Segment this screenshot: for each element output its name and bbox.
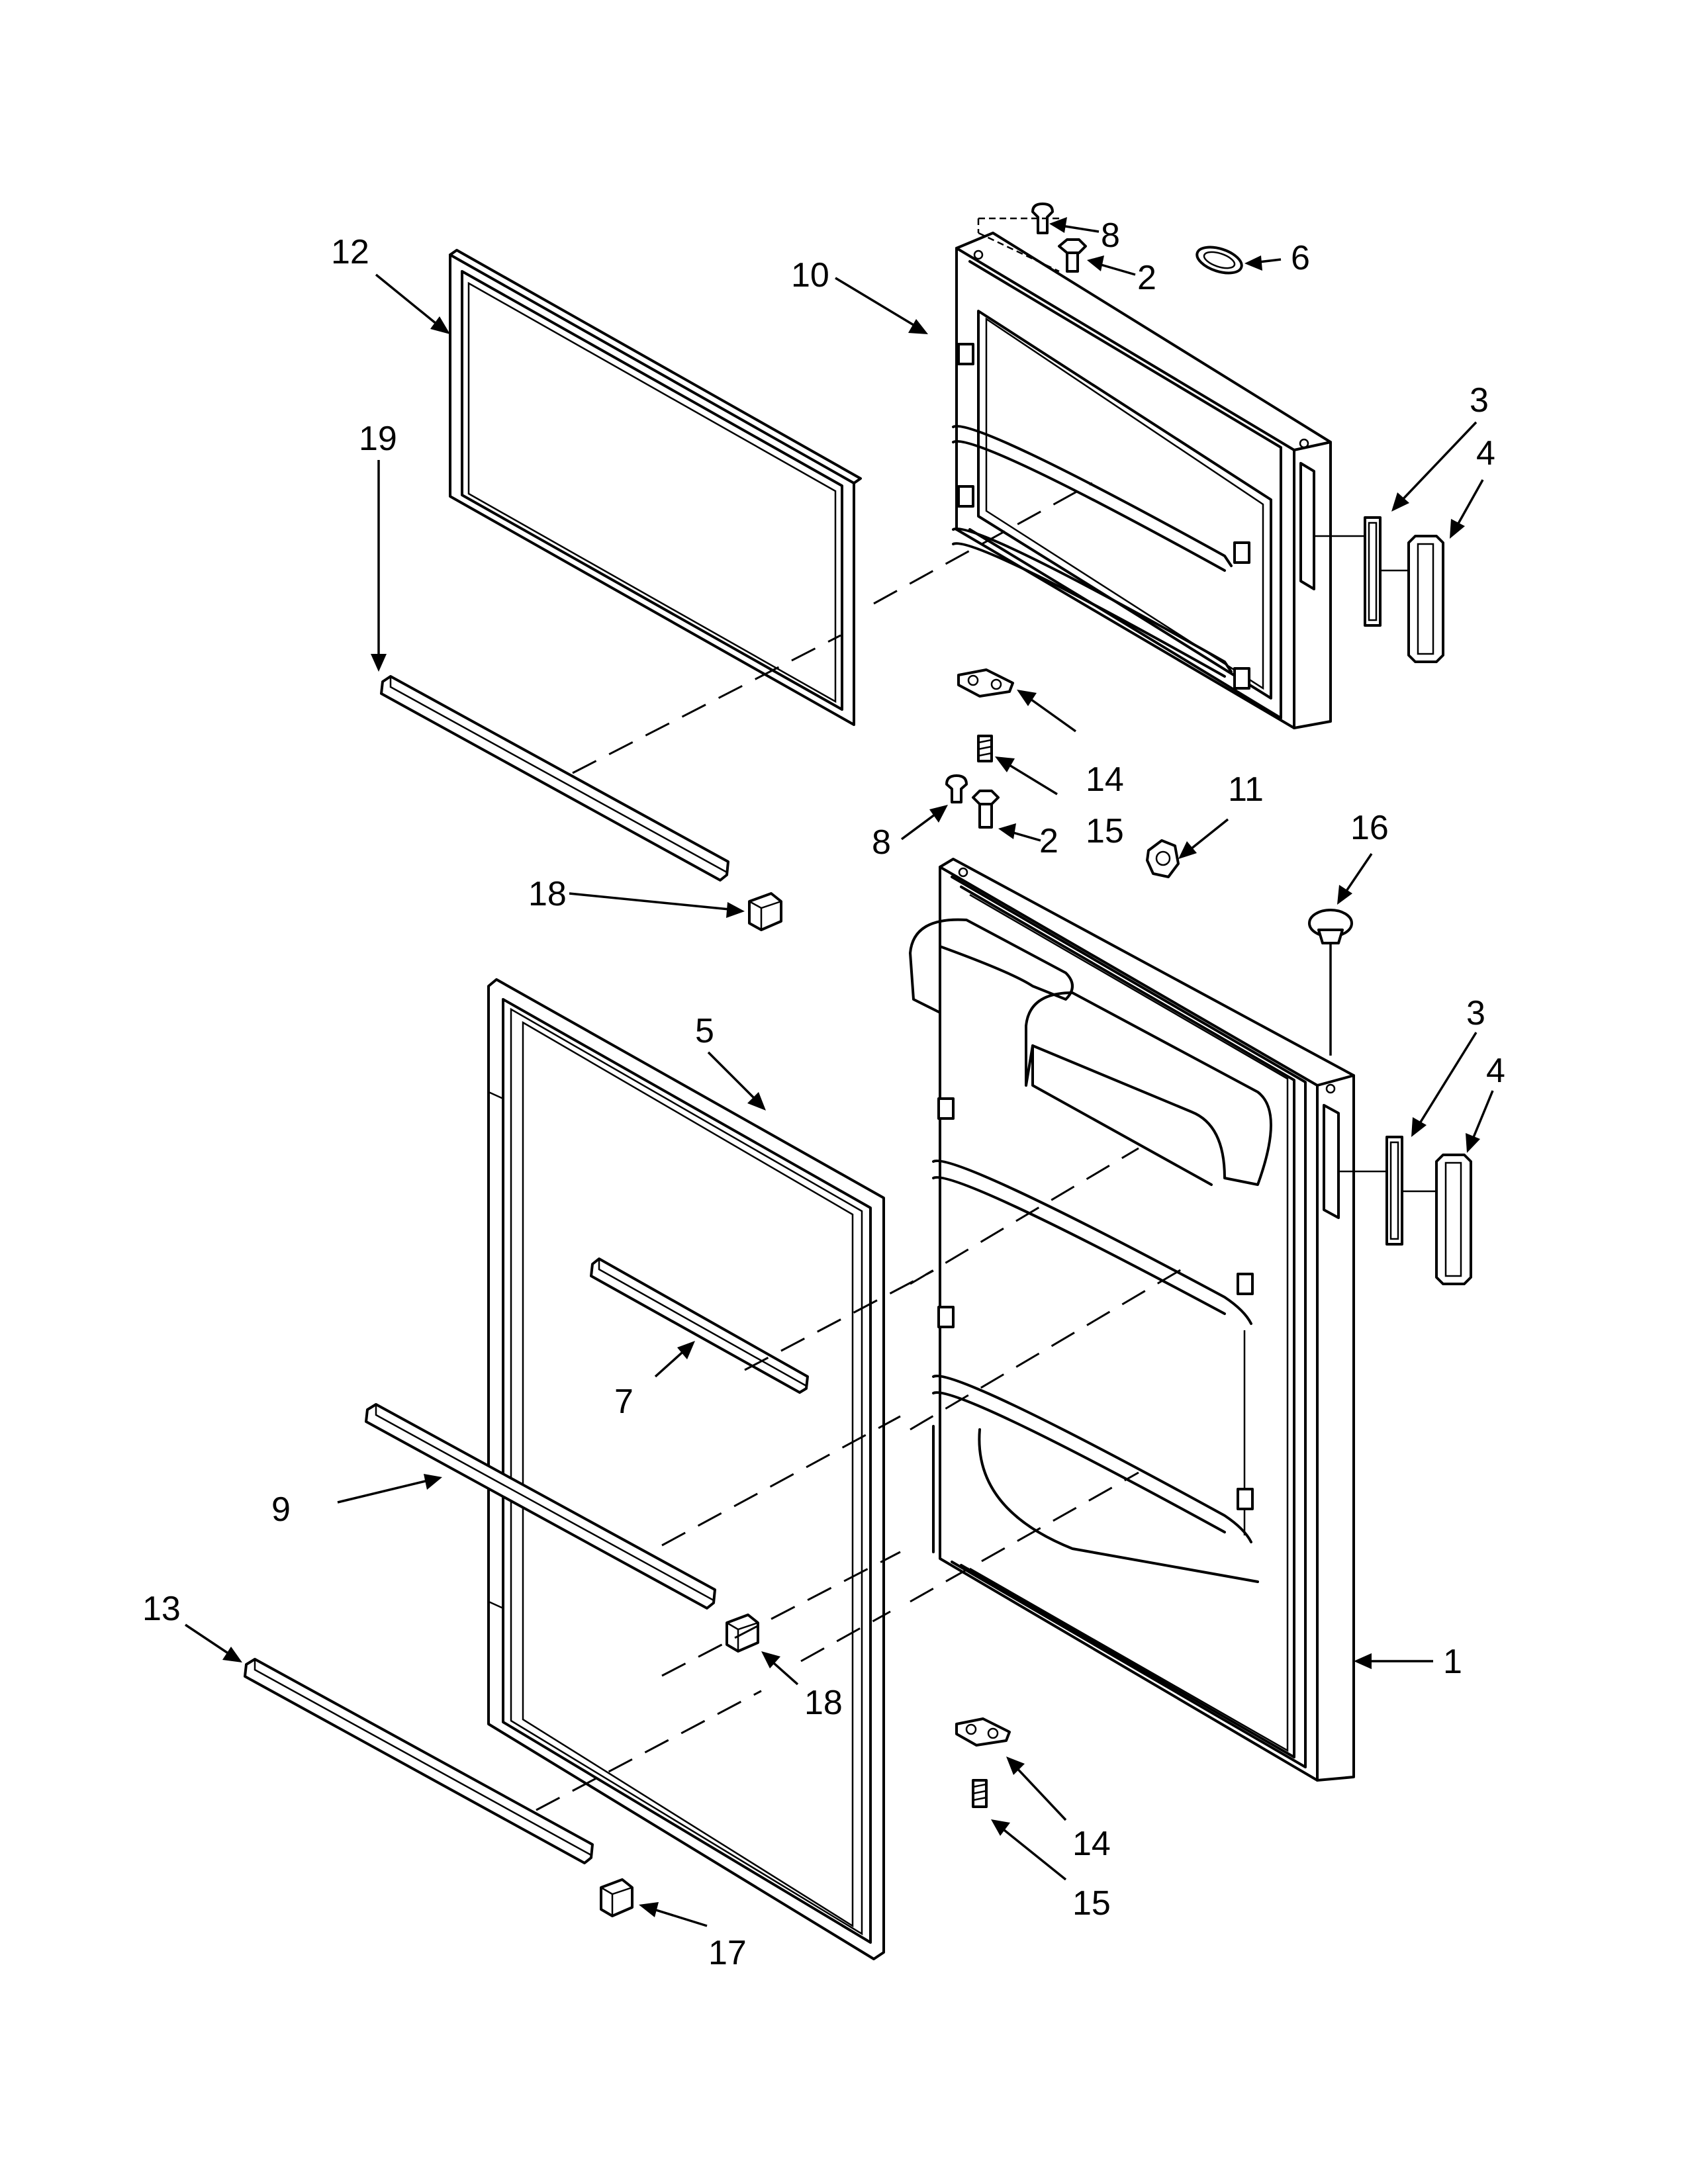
hinge-screw-upper (1058, 238, 1087, 273)
callout-4-lower: 4 (1486, 1052, 1505, 1090)
callout-7: 7 (614, 1383, 633, 1421)
hinge-bracket-middle (957, 668, 1014, 698)
callout-15-lower: 15 (1072, 1884, 1111, 1923)
callout-14-lower: 14 (1072, 1825, 1111, 1863)
fresh-food-door-gasket (487, 978, 885, 1960)
trim-end-cap-bottom (600, 1878, 633, 1917)
callout-16: 16 (1350, 809, 1389, 847)
hinge-bushing (1146, 839, 1180, 878)
callout-3-top: 3 (1470, 381, 1489, 420)
door-trim-bottom (244, 1658, 594, 1864)
hinge-pin-lower (945, 774, 968, 803)
handle-gasket-lower (1385, 1136, 1403, 1246)
freezer-door-trim-strip (380, 675, 729, 882)
callout-19: 19 (359, 420, 397, 458)
callout-10: 10 (791, 256, 829, 295)
hinge-bolt-lower (972, 1779, 988, 1808)
door-handle-lower (1435, 1154, 1472, 1285)
door-shelf-retainer (590, 1257, 809, 1394)
freezer-door (952, 232, 1332, 729)
handle-gasket-upper (1364, 516, 1382, 627)
fresh-food-door (909, 858, 1355, 1782)
callout-5: 5 (695, 1012, 714, 1050)
callout-6: 6 (1291, 239, 1310, 277)
callout-8-lower: 8 (872, 823, 891, 862)
callout-1: 1 (1443, 1643, 1462, 1681)
door-plug-ring (1196, 246, 1243, 275)
callout-3-lower: 3 (1466, 994, 1485, 1032)
hinge-bolt-middle (977, 735, 993, 762)
callout-13: 13 (142, 1590, 181, 1628)
callout-9: 9 (271, 1490, 291, 1529)
trim-end-cap-upper (748, 892, 782, 931)
callout-12: 12 (331, 233, 369, 271)
hinge-screw-lower (972, 790, 1000, 829)
door-trim-long (365, 1403, 716, 1610)
freezer-door-gasket (449, 249, 862, 726)
callout-2-top: 2 (1137, 259, 1156, 297)
callout-11: 11 (1228, 770, 1264, 809)
callout-4-top: 4 (1476, 434, 1495, 473)
door-plug-button (1308, 909, 1353, 1056)
callout-labels: 12 10 8 2 6 3 4 19 14 15 11 8 2 16 18 5 … (142, 216, 1505, 1972)
callout-leaders (185, 217, 1494, 1927)
hinge-bracket-lower (955, 1717, 1011, 1747)
callout-17: 17 (708, 1934, 747, 1972)
assembly-guide-lines (536, 482, 1436, 1811)
door-handle-upper (1407, 535, 1444, 663)
callout-8-top: 8 (1101, 216, 1120, 255)
callout-18-upper: 18 (528, 875, 567, 913)
callout-14-middle: 14 (1086, 760, 1124, 799)
callout-15-middle: 15 (1086, 812, 1124, 850)
callout-18-lower: 18 (804, 1684, 843, 1722)
callout-2-lower: 2 (1039, 822, 1058, 860)
hinge-pin-upper (977, 203, 1060, 273)
